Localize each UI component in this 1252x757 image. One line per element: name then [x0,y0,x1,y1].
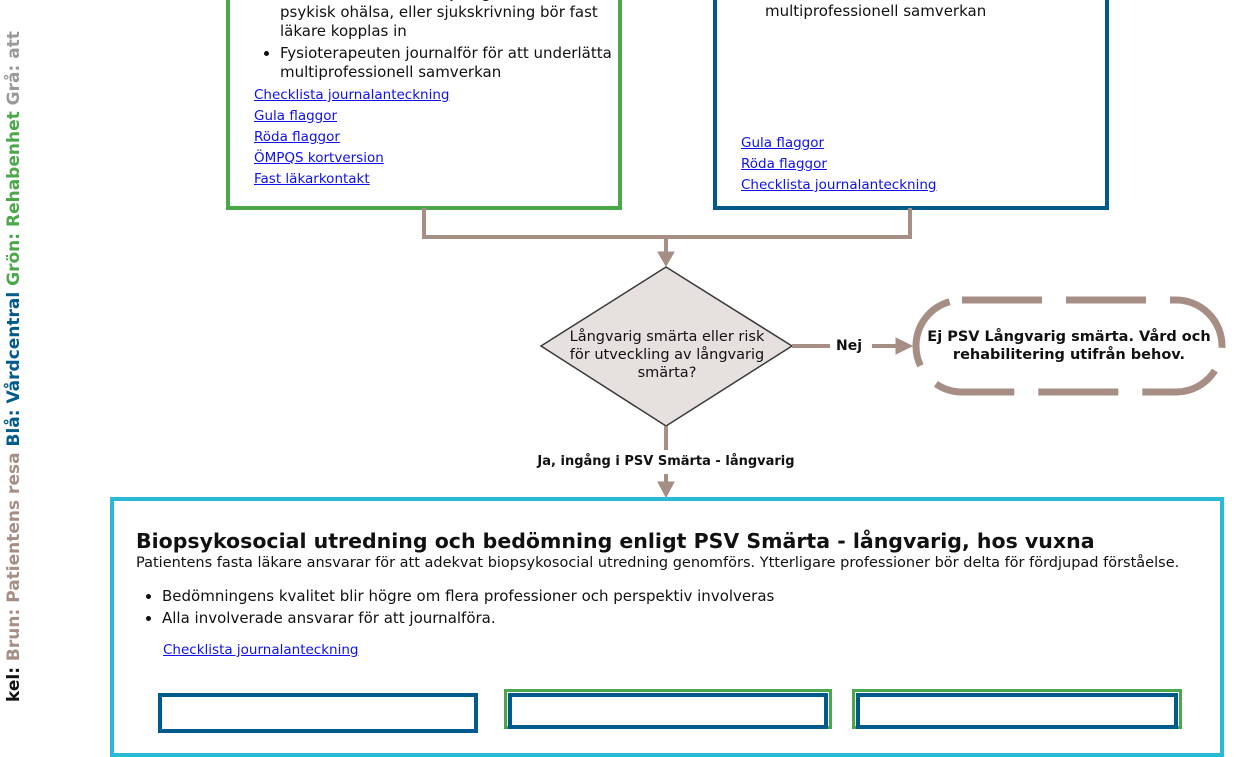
connector [908,208,912,239]
rehab-box: orsak till smärta, samsjuklighet t. ex. … [226,0,622,210]
arrow-head [657,481,675,499]
sub-box-other [852,689,1182,729]
link-gula-flaggor[interactable]: Gula flaggor [254,108,338,124]
assessment-bullet: Bedömningens kvalitet blir högre om fler… [162,587,774,606]
sub-box-rehab [504,689,832,729]
rehab-bullet: Fysioterapeuten journalför för att under… [280,44,620,82]
vardcentral-text: multiprofessionell samverkan [765,2,987,20]
arrow-head [895,337,914,355]
no-label: Nej [836,338,863,354]
rehab-bullet: orsak till smärta, samsjuklighet t. ex. … [280,0,598,40]
link-checklista[interactable]: Checklista journalanteckning [741,177,937,193]
yes-label: Ja, ingång i PSV Smärta - långvarig [537,454,795,469]
flow-arrows [539,237,1226,499]
terminal-dashed-border [912,296,1226,396]
link-ompqs[interactable]: ÖMPQS kortversion [254,150,384,166]
assessment-title: Biopsykosocial utredning och bedömning e… [136,529,1095,553]
sub-box-vardcentral [158,693,478,733]
link-checklista[interactable]: Checklista journalanteckning [254,87,450,103]
link-checklista[interactable]: Checklista journalanteckning [163,642,359,658]
decision-question: Långvarig smärta eller risk för utveckli… [569,329,765,381]
arrow-head [657,251,675,268]
link-gula-flaggor[interactable]: Gula flaggor [741,135,825,151]
link-roda-flaggor[interactable]: Röda flaggor [741,156,827,172]
assessment-box: Biopsykosocial utredning och bedömning e… [110,497,1224,757]
link-fast-lakarkontakt[interactable]: Fast läkarkontakt [254,171,370,187]
assessment-bullet: Alla involverade ansvarar för att journa… [162,609,774,628]
assessment-intro: Patientens fasta läkare ansvarar för att… [136,555,1180,571]
connector [422,208,426,239]
terminal-text: Ej PSV Långvarig smärta. Vård och rehabi… [927,329,1211,363]
link-roda-flaggor[interactable]: Röda flaggor [254,129,340,145]
